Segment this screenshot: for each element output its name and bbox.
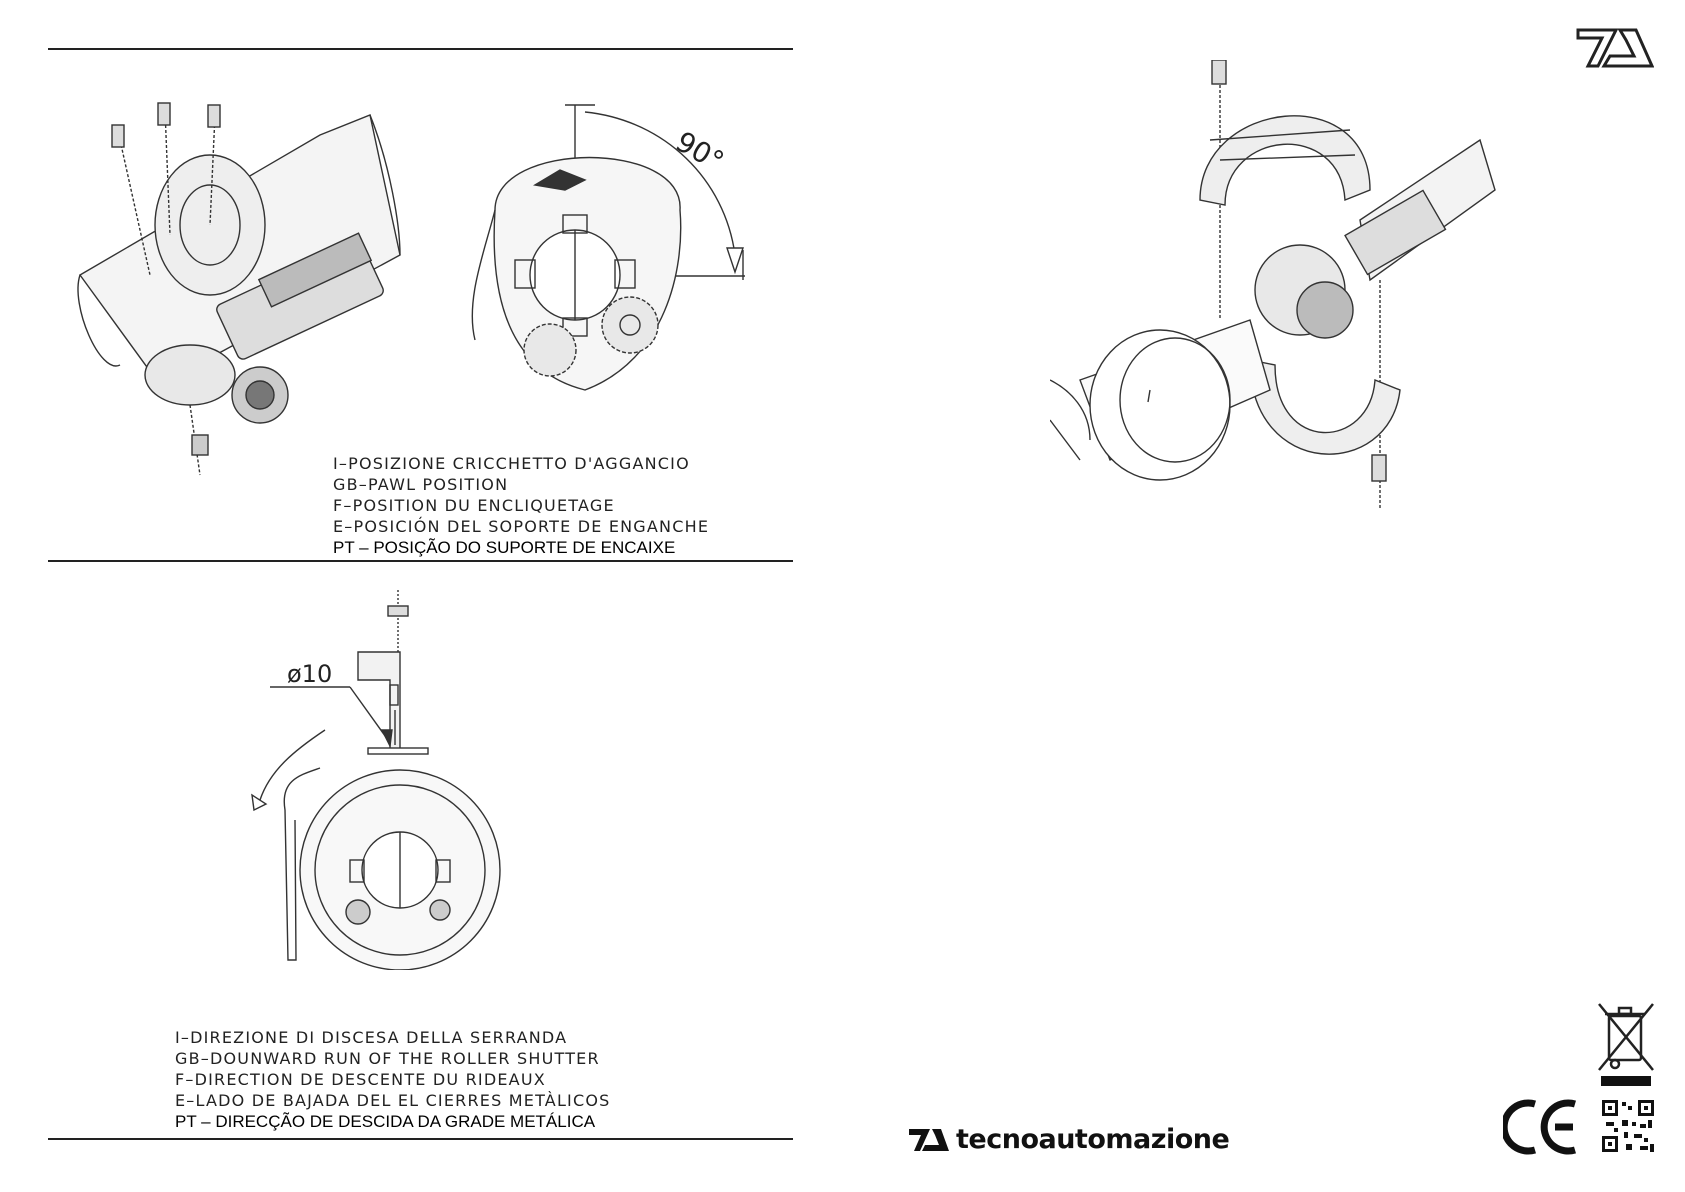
brand-footer: tecnoautomazione [908, 1124, 1230, 1155]
rule-top [48, 48, 793, 50]
caption-line-pt: PT – DIRECÇÃO DE DESCIDA DA GRADE METÁLI… [175, 1112, 596, 1131]
diameter-label: ø10 [287, 660, 333, 688]
shutter-descent-drawing [251, 590, 501, 970]
brand-name: tecnoautomazione [956, 1124, 1230, 1155]
caption-line-e: E–POSICIÓN DEL SOPORTE DE ENGANCHE [333, 517, 710, 536]
qr-code-icon [1600, 1098, 1656, 1154]
rule-bottom [48, 1138, 793, 1140]
figure1-caption: I–POSIZIONE CRICCHETTO D'AGGANCIO GB–PAW… [333, 453, 709, 558]
ta-logo-icon [1576, 28, 1654, 68]
caption-line-f: F–POSITION DU ENCLIQUETAGE [333, 496, 615, 515]
caption-line-gb: GB–PAWL POSITION [333, 475, 509, 494]
crossed-bin-icon [1598, 1003, 1654, 1086]
ce-mark-icon [1503, 1099, 1576, 1155]
pawl-position-drawing [471, 104, 745, 391]
ta-logo-icon [909, 1128, 949, 1151]
caption-line-gb: GB–DOUNWARD RUN OF THE ROLLER SHUTTER [175, 1049, 600, 1068]
caption-line-f: F–DIRECTION DE DESCENTE DU RIDEAUX [175, 1070, 546, 1089]
caption-line-pt: PT – POSIÇÃO DO SUPORTE DE ENCAIXE [333, 538, 676, 557]
caption-line-it: I–DIREZIONE DI DISCESA DELLA SERRANDA [175, 1028, 568, 1047]
figure2-caption: I–DIREZIONE DI DISCESA DELLA SERRANDA GB… [175, 1027, 611, 1132]
motor-assembly-drawing [77, 102, 401, 476]
exploded-assembly-drawing [1050, 60, 1496, 510]
caption-line-it: I–POSIZIONE CRICCHETTO D'AGGANCIO [333, 454, 690, 473]
caption-line-e: E–LADO DE BAJADA DEL EL CIERRES METÀLICO… [175, 1091, 611, 1110]
rule-middle [48, 560, 793, 562]
